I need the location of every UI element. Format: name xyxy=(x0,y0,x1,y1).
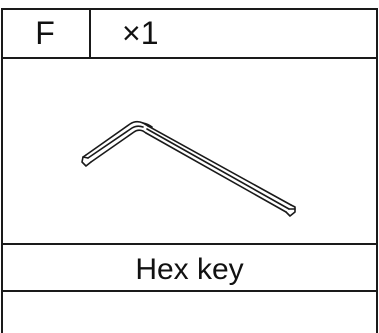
header-divider xyxy=(89,8,91,58)
border-left xyxy=(1,8,3,333)
part-name: Hex key xyxy=(135,253,244,286)
label-rule-top xyxy=(1,243,378,245)
label-rule-bottom xyxy=(1,290,378,292)
border-right xyxy=(376,8,378,333)
header-rule xyxy=(1,57,378,59)
part-letter: F xyxy=(35,15,55,51)
hex-key-icon xyxy=(81,120,296,217)
part-quantity: ×1 xyxy=(122,15,159,51)
border-top xyxy=(1,8,378,10)
